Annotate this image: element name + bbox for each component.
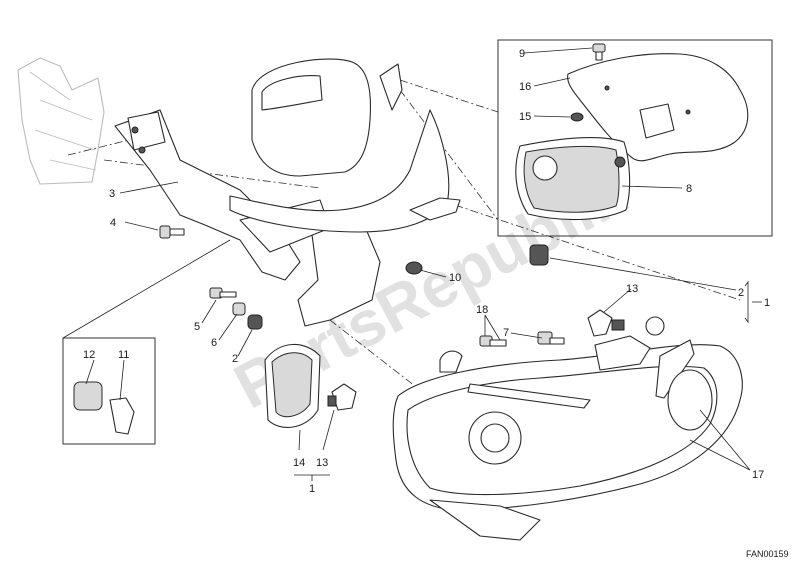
- instrument-cover-part: [567, 53, 749, 162]
- callout-17: 17: [752, 469, 764, 481]
- washer-part-6: [232, 302, 246, 316]
- screw-part-9: [592, 43, 606, 61]
- frame-sketch: [17, 57, 105, 185]
- callout-5: 5: [194, 321, 200, 333]
- callout-1-bottom: 1: [309, 483, 315, 495]
- callout-18: 18: [476, 304, 488, 316]
- screw-part-4: [159, 225, 185, 239]
- instrument-panel-part: [515, 137, 631, 221]
- callout-16: 16: [519, 81, 531, 93]
- grommet-part-2-left: [247, 314, 263, 330]
- callout-13-right: 13: [626, 283, 638, 295]
- callout-15: 15: [519, 111, 531, 123]
- callout-7: 7: [503, 327, 509, 339]
- callout-6: 6: [211, 337, 217, 349]
- diagram-code-label: FAN00159: [746, 549, 789, 559]
- callout-2-right: 2: [738, 287, 744, 299]
- sensor-part-18: [479, 335, 507, 347]
- callout-11: 11: [118, 349, 129, 361]
- callout-13-bottom: 13: [316, 457, 328, 469]
- screw-part-5: [209, 287, 237, 299]
- bulb-part-13-right: [587, 309, 625, 337]
- cap-part-12: [73, 381, 103, 411]
- fairing-part: [229, 58, 461, 233]
- connector-part-7: [537, 331, 565, 345]
- leader-lines: [62, 47, 762, 481]
- grommet-part-15: [570, 112, 584, 122]
- callout-3: 3: [109, 188, 115, 200]
- callout-1-right: 1: [764, 297, 770, 309]
- callout-4: 4: [110, 217, 116, 229]
- callout-8: 8: [686, 183, 692, 195]
- callout-10: 10: [449, 272, 461, 284]
- grommet-part-2-right: [529, 244, 549, 266]
- small-parts-inset-box: [62, 337, 156, 445]
- connector-part-11: [109, 397, 135, 435]
- callout-12: 12: [83, 349, 95, 361]
- position-light-part-14: [264, 343, 321, 428]
- callout-14: 14: [293, 457, 305, 469]
- instrument-cover-inset-box: [497, 39, 773, 237]
- grommet-part-10: [405, 261, 423, 275]
- bulb-part-13-bottom: [327, 383, 357, 411]
- headlight-assembly-part: [392, 316, 743, 541]
- callout-2-left: 2: [232, 353, 238, 365]
- callout-9: 9: [519, 48, 525, 60]
